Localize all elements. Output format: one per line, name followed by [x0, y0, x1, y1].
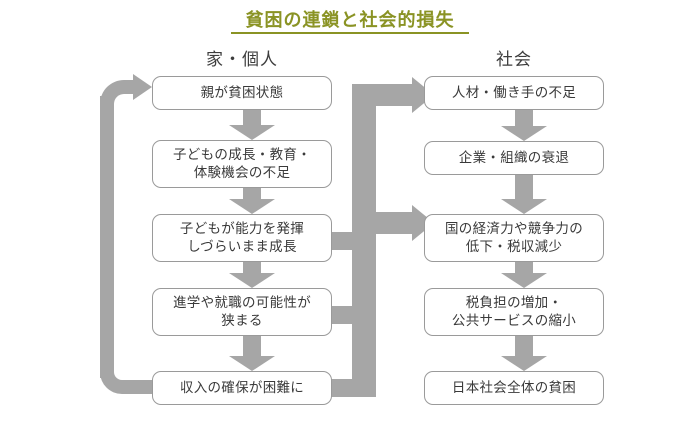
node-corporate-decline[interactable]: 企業・組織の衰退	[424, 141, 604, 175]
cross-connector-stub-income	[326, 379, 356, 397]
arrow-shaft	[515, 110, 533, 126]
arrow-shaft	[243, 110, 261, 125]
node-label-line1: 子どもが能力を発揮	[179, 220, 305, 236]
down-arrow-right-3	[501, 262, 547, 288]
down-arrow-left-2	[229, 188, 275, 214]
node-label-line1: 収入の確保が困難に	[179, 379, 305, 395]
column-heading-household: 家・個人	[206, 50, 278, 69]
node-label-line1: 親が貧困状態	[200, 84, 284, 100]
down-arrow-right-4	[501, 336, 547, 371]
down-arrow-right-2	[501, 175, 547, 214]
arrow-shaft	[243, 262, 261, 273]
node-labor-shortage[interactable]: 人材・働き手の不足	[424, 76, 604, 110]
arrow-head-icon	[229, 125, 275, 140]
arrow-head-icon	[501, 126, 547, 141]
arrow-head-icon	[229, 273, 275, 288]
node-label-line2: 低下・税収減少	[465, 239, 563, 254]
arrow-head-icon	[229, 199, 275, 214]
node-national-economy-decline[interactable]: 国の経済力や競争力の 低下・税収減少	[424, 214, 604, 262]
feedback-loop-arrowhead-icon	[133, 74, 152, 100]
node-label-line1: 国の経済力や競争力の	[445, 220, 583, 236]
node-label-line1: 日本社会全体の貧困	[451, 379, 577, 395]
down-arrow-left-3	[229, 262, 275, 288]
node-parent-poverty[interactable]: 親が貧困状態	[152, 76, 332, 110]
arrow-shaft	[515, 175, 533, 199]
arrow-head-icon	[229, 356, 275, 371]
arrow-head-icon	[501, 356, 547, 371]
node-label-line1: 企業・組織の衰退	[458, 149, 570, 165]
page-title: 貧困の連鎖と社会的損失	[245, 10, 455, 30]
arrow-shaft	[515, 262, 533, 273]
node-child-growth-education[interactable]: 子どもの成長・教育・ 体験機会の不足	[152, 140, 332, 188]
cross-connector-stub-growth	[326, 232, 356, 250]
node-label-line1: 子どもの成長・教育・	[173, 146, 311, 162]
cross-connector-trunk	[352, 84, 376, 397]
node-label-line2: しづらいまま成長	[187, 239, 297, 254]
cross-connector-stub-prospects	[326, 306, 356, 324]
node-income-difficulty[interactable]: 収入の確保が困難に	[152, 371, 332, 405]
node-label-line1: 税負担の増加・	[465, 294, 563, 310]
node-label-line1: 人材・働き手の不足	[451, 84, 577, 100]
node-label-line2: 公共サービスの縮小	[451, 313, 577, 328]
down-arrow-right-1	[501, 110, 547, 141]
arrow-shaft	[515, 336, 533, 356]
node-nationwide-poverty[interactable]: 日本社会全体の貧困	[424, 371, 604, 405]
arrow-head-icon	[501, 273, 547, 288]
down-arrow-left-1	[229, 110, 275, 140]
node-label-line2: 狭まる	[221, 313, 263, 328]
node-label-line2: 体験機会の不足	[193, 165, 291, 180]
arrow-head-icon	[501, 199, 547, 214]
cross-connector-top-segment	[376, 84, 420, 106]
arrow-shaft	[243, 336, 261, 356]
down-arrow-left-4	[229, 336, 275, 371]
feedback-loop-vertical	[100, 96, 114, 378]
column-heading-society: 社会	[496, 50, 532, 69]
node-limited-prospects[interactable]: 進学や就職の可能性が 狭まる	[152, 288, 332, 336]
cross-connector-middle-segment	[376, 212, 420, 234]
node-tax-burden-service-cuts[interactable]: 税負担の増加・ 公共サービスの縮小	[424, 288, 604, 336]
node-label-line1: 進学や就職の可能性が	[173, 294, 311, 310]
node-child-ability[interactable]: 子どもが能力を発揮 しづらいまま成長	[152, 214, 332, 262]
title-underline	[231, 32, 469, 34]
arrow-shaft	[243, 188, 261, 199]
